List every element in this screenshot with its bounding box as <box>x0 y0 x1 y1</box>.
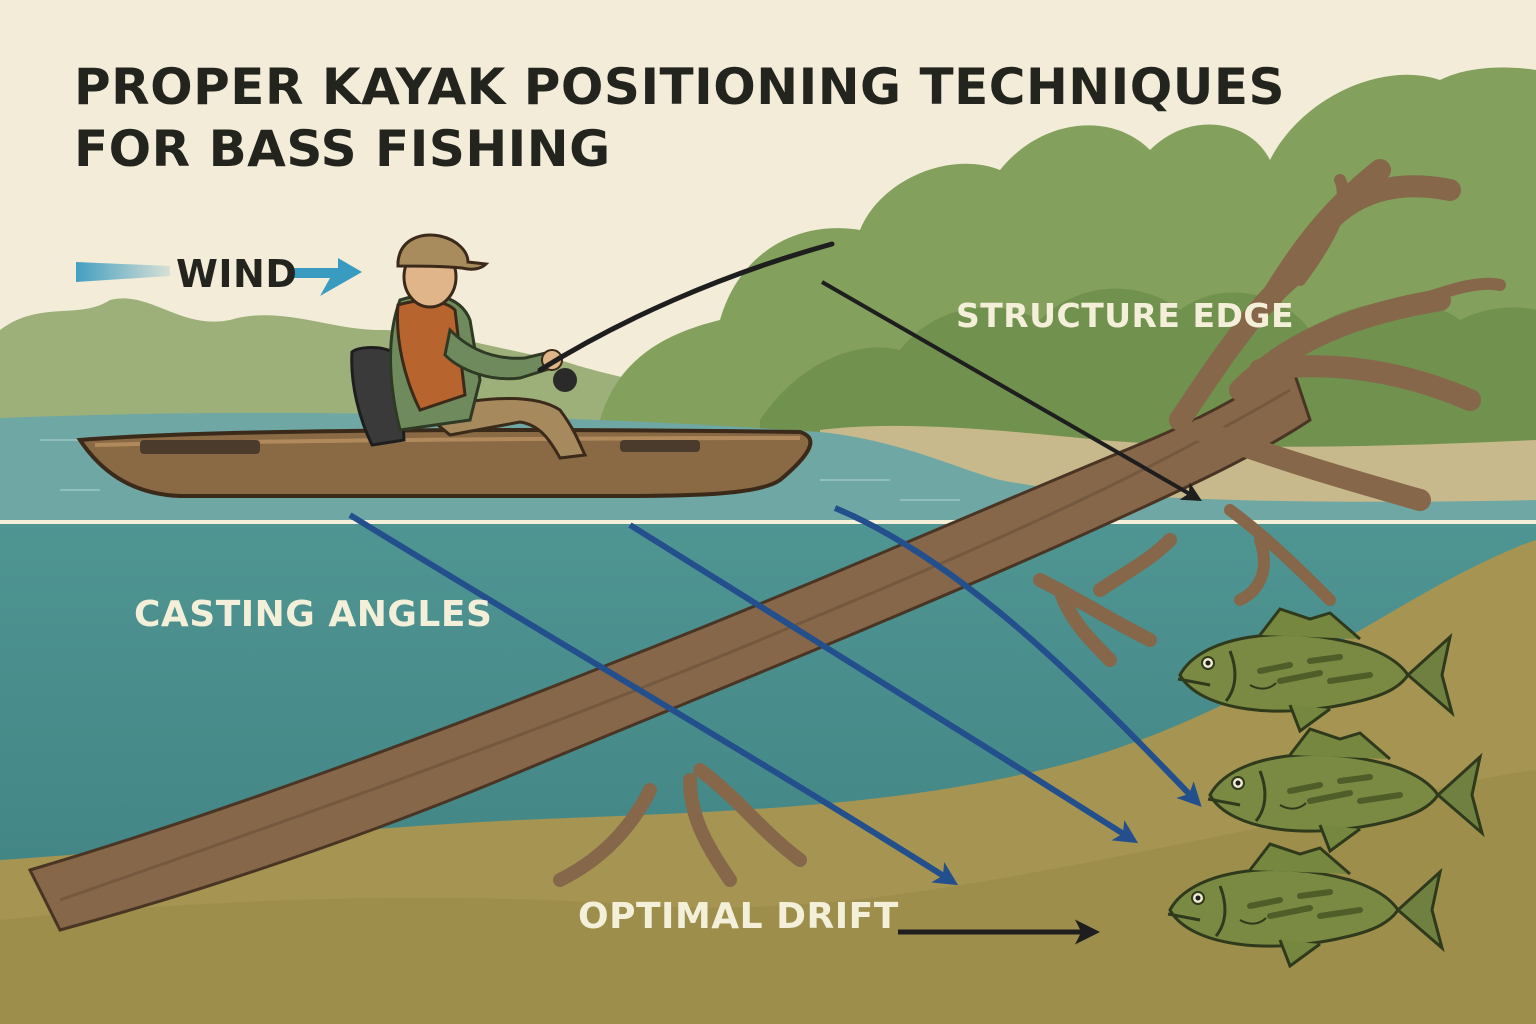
wind-label: WIND <box>176 252 298 296</box>
fallen-log <box>27 159 1506 932</box>
casting-arrow-3 <box>833 505 1202 807</box>
optimal-drift-label: OPTIMAL DRIFT <box>578 896 899 937</box>
wind-arrow-icon <box>76 258 362 296</box>
title-line-2: FOR BASS FISHING <box>74 120 611 178</box>
kayak <box>76 428 813 498</box>
casting-arrow-2 <box>628 522 1139 844</box>
casting-arrow-1 <box>348 512 959 886</box>
structure-edge-pointer <box>821 280 1202 501</box>
casting-angle-arrows <box>348 505 1202 886</box>
angler <box>350 233 835 460</box>
casting-angles-label: CASTING ANGLES <box>134 594 493 635</box>
page-title: PROPER KAYAK POSITIONING TECHNIQUES FOR … <box>74 56 1285 180</box>
structure-edge-label: STRUCTURE EDGE <box>956 296 1295 335</box>
title-line-1: PROPER KAYAK POSITIONING TECHNIQUES <box>74 58 1286 116</box>
